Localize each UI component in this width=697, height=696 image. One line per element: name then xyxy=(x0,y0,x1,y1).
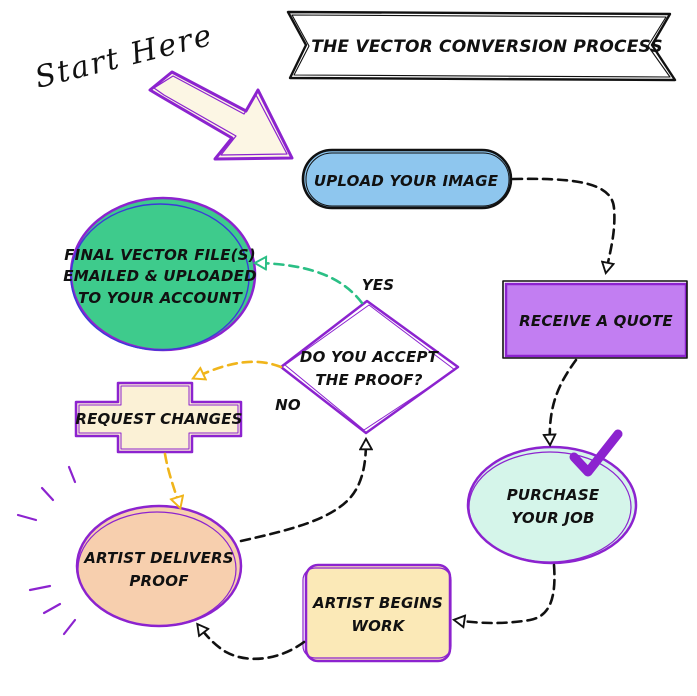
node-accept-proof-decision: DO YOU ACCEPT THE PROOF? xyxy=(279,299,460,435)
final-label-line3: TO YOUR ACCOUNT xyxy=(78,289,244,307)
delivers-label-line2: PROOF xyxy=(129,572,189,590)
arrow-quote-to-purchase xyxy=(550,358,578,444)
arrow-upload-to-quote xyxy=(511,177,616,272)
changes-label: REQUEST CHANGES xyxy=(75,410,242,428)
start-arrow xyxy=(148,70,294,161)
arrow-purchase-to-begins xyxy=(455,563,556,623)
purchase-label-line1: PURCHASE xyxy=(507,486,600,504)
arrow-begins-to-delivers xyxy=(198,625,306,661)
node-request-changes: REQUEST CHANGES xyxy=(74,381,242,454)
begins-label-line1: ARTIST BEGINS xyxy=(312,594,443,612)
accept-label-line2: THE PROOF? xyxy=(315,371,422,389)
purchase-label-line2: YOUR JOB xyxy=(511,509,594,527)
node-artist-delivers-proof: ARTIST DELIVERS PROOF xyxy=(75,504,243,628)
node-purchase-job: PURCHASE YOUR JOB xyxy=(466,445,638,565)
final-label-line2: EMAILED & UPLOADED xyxy=(63,267,256,285)
arrow-changes-to-delivers xyxy=(163,452,180,507)
begins-label-line2: WORK xyxy=(351,617,405,635)
edge-label-yes: YES xyxy=(362,276,395,294)
accept-label-line1: DO YOU ACCEPT xyxy=(300,348,440,366)
upload-label: UPLOAD YOUR IMAGE xyxy=(314,172,499,190)
node-artist-begins-work: ARTIST BEGINS WORK xyxy=(302,563,452,663)
quote-label: RECEIVE A QUOTE xyxy=(519,312,673,330)
checkmark-icon xyxy=(569,429,623,477)
title-banner: THE VECTOR CONVERSION PROCESS xyxy=(286,10,677,82)
edge-label-no: NO xyxy=(275,396,301,414)
node-receive-quote: RECEIVE A QUOTE xyxy=(502,280,688,359)
diagram-title: THE VECTOR CONVERSION PROCESS xyxy=(311,37,663,57)
burst-lines-decoration xyxy=(16,465,77,636)
node-final-vector-files: FINAL VECTOR FILE(S) EMAILED & UPLOADED … xyxy=(63,196,257,352)
delivers-label-line1: ARTIST DELIVERS xyxy=(83,549,234,567)
arrow-delivers-to-decision xyxy=(239,440,366,543)
arrow-decision-no-to-changes xyxy=(194,360,283,378)
node-upload-image: UPLOAD YOUR IMAGE xyxy=(301,148,513,210)
arrow-decision-yes-to-final xyxy=(256,263,364,305)
final-label-line1: FINAL VECTOR FILE(S) xyxy=(64,246,256,264)
